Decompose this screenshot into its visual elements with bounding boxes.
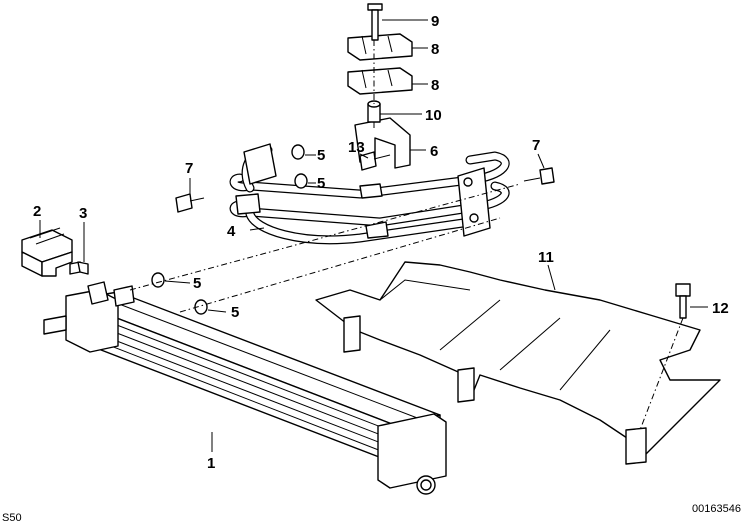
air-duct [315,261,721,465]
clamp-bolt [367,3,383,41]
duct-bolt [675,283,691,319]
callout-8a: 8 [431,41,439,58]
oil-lines [229,143,510,245]
assembly-lines [129,40,684,431]
callout-1: 1 [207,455,215,472]
callout-8b: 8 [431,77,439,94]
clamp-upper [347,33,413,61]
callout-7a: 7 [185,160,193,177]
callout-4: 4 [227,223,236,240]
callout-3: 3 [79,205,87,222]
callout-2: 2 [33,203,41,220]
diagram-id: 00163546 [692,503,741,515]
callout-5b: 5 [317,175,325,192]
callout-10: 10 [425,107,442,124]
small-bolt [69,261,89,275]
corner-code-left: S50 [2,512,22,524]
callout-5d: 5 [231,304,239,321]
spacer-sleeve [367,100,381,123]
oil-cooler [43,281,447,495]
callout-labels: 1 2 3 4 5 5 5 5 6 7 7 8 8 9 10 11 12 13 [33,13,729,472]
o-rings [151,144,308,315]
callout-5c: 5 [193,275,201,292]
callout-7b: 7 [532,137,540,154]
callout-5a: 5 [317,147,325,164]
callout-11: 11 [538,249,554,266]
clamp-lower [347,67,413,95]
callout-13: 13 [348,139,365,156]
leader-lines [39,19,708,452]
callout-12: 12 [712,300,729,317]
bolt-right [523,167,555,185]
clip-bracket [21,227,73,277]
callout-9: 9 [431,13,439,30]
callout-6: 6 [430,143,438,160]
bolt-left [175,193,205,213]
